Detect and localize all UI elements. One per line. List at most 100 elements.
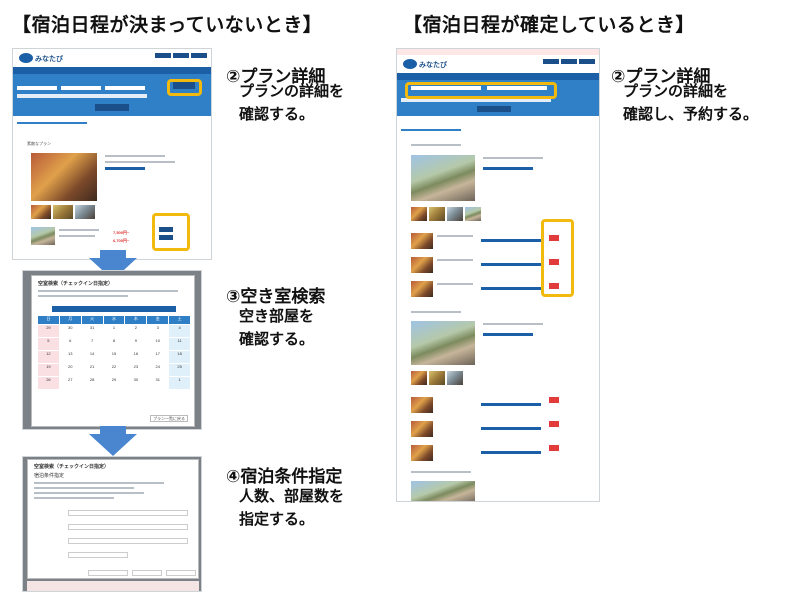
checkout-field[interactable] [487, 86, 547, 90]
calendar-day-cell[interactable]: 29 [38, 325, 59, 337]
header-buttons[interactable] [155, 53, 207, 58]
calendar-day-cell[interactable]: 3 [147, 325, 169, 337]
site-navbar[interactable] [13, 67, 211, 74]
thumb-photo[interactable] [447, 371, 463, 385]
calendar-day-cell[interactable]: 9 [125, 338, 147, 350]
cond-back-button[interactable] [132, 570, 162, 576]
calendar-weekday: 土 [169, 316, 190, 324]
step4-desc-1: 人数、部屋数を [239, 487, 345, 505]
calendar-day-cell[interactable]: 14 [81, 351, 103, 363]
children-select[interactable] [68, 552, 128, 558]
calendar-day-cell[interactable]: 11 [169, 338, 190, 350]
filters-row[interactable] [401, 98, 551, 102]
highlight-reserve-buttons [541, 219, 574, 297]
calendar-day-cell[interactable]: 27 [59, 377, 81, 389]
thumb-photo[interactable] [75, 205, 95, 219]
room-price-bar [481, 451, 541, 454]
thumb-photo[interactable] [411, 371, 427, 385]
step3-desc-1: 空き部屋を [239, 307, 315, 325]
reserve-button[interactable] [549, 259, 559, 265]
reserve-button[interactable] [549, 397, 559, 403]
thumb-photo[interactable] [447, 207, 463, 221]
calendar-day-cell[interactable]: 1 [103, 325, 125, 337]
reserve-button[interactable] [549, 445, 559, 451]
left-heading: 【宿泊日程が決まっていないとき】 [12, 14, 323, 36]
calendar-day-cell[interactable]: 6 [59, 338, 81, 350]
vacancy-button[interactable] [159, 227, 173, 232]
cond-cancel-button[interactable] [88, 570, 128, 576]
calendar-day-cell[interactable]: 29 [103, 377, 125, 389]
calendar-day-cell[interactable]: 18 [169, 351, 190, 363]
calendar-day-cell[interactable]: 8 [103, 338, 125, 350]
reserve-button[interactable] [549, 283, 559, 289]
step3-title: ③空き室検索 [226, 287, 326, 307]
calendar-weekday: 月 [59, 316, 81, 324]
filters-row[interactable] [17, 94, 147, 98]
reserve-button[interactable] [549, 235, 559, 241]
calendar-day-cell[interactable]: 21 [81, 364, 103, 376]
arrow-stem [100, 250, 126, 260]
header-buttons[interactable] [543, 59, 595, 64]
calendar-day-cell[interactable]: 23 [125, 364, 147, 376]
calendar-day-cell[interactable]: 19 [38, 364, 59, 376]
calendar-day-cell[interactable]: 28 [81, 377, 103, 389]
breadcrumb [17, 122, 87, 124]
guest-count-select[interactable] [68, 538, 188, 544]
calendar-day-cell[interactable]: 13 [59, 351, 81, 363]
calendar-day-cell[interactable]: 20 [59, 364, 81, 376]
site-navbar[interactable] [397, 73, 599, 80]
checkin-field[interactable] [411, 86, 481, 90]
thumb-photo[interactable] [429, 207, 445, 221]
calendar-day-cell[interactable]: 1 [169, 377, 190, 389]
calendar-day-cell[interactable]: 30 [59, 325, 81, 337]
calendar-day-cell[interactable]: 24 [147, 364, 169, 376]
reserve-button[interactable] [549, 421, 559, 427]
calendar-day-cell[interactable]: 5 [38, 338, 59, 350]
room-photo [31, 227, 55, 245]
site-logo-icon [19, 53, 33, 63]
calendar-day-cell[interactable]: 31 [147, 377, 169, 389]
calendar-day-cell[interactable]: 7 [81, 338, 103, 350]
calendar-day-cell[interactable]: 15 [103, 351, 125, 363]
calendar-day-cell[interactable]: 16 [125, 351, 147, 363]
highlight-date-fields [405, 82, 557, 99]
room-price-bar [481, 427, 541, 430]
plan-info-line [483, 323, 543, 325]
thumb-photo[interactable] [429, 371, 445, 385]
search-button[interactable] [95, 104, 129, 111]
plan-main-photo [31, 153, 97, 201]
calendar-day-cell[interactable]: 2 [125, 325, 147, 337]
calendar-day-cell[interactable]: 10 [147, 338, 169, 350]
conditions-modal: 空室検索（チェックイン日指定） 宿泊条件指定 [27, 459, 199, 579]
room-photo [411, 445, 433, 461]
calendar-day-cell[interactable]: 17 [147, 351, 169, 363]
guests-field[interactable] [105, 86, 145, 90]
calendar-day-cell[interactable]: 22 [103, 364, 125, 376]
room-price-bar [481, 263, 541, 266]
vacancy-button[interactable] [159, 235, 173, 240]
conditions-note [34, 492, 144, 494]
calendar-close-button[interactable]: プラン一覧に戻る [150, 415, 188, 422]
search-button[interactable] [477, 106, 511, 112]
thumb-photo[interactable] [31, 205, 51, 219]
checkin-field[interactable] [17, 86, 57, 90]
checkin-date-field[interactable] [68, 510, 188, 516]
calendar-day-cell[interactable]: 26 [38, 377, 59, 389]
plan-info-line [105, 155, 165, 157]
month-selector[interactable] [52, 306, 176, 312]
calendar-note [38, 290, 178, 292]
thumb-photo[interactable] [411, 207, 427, 221]
calendar-day-cell[interactable]: 30 [125, 377, 147, 389]
thumb-photo[interactable] [53, 205, 73, 219]
calendar-day-cell[interactable]: 12 [38, 351, 59, 363]
room-count-select[interactable] [68, 524, 188, 530]
calendar-day-cell[interactable]: 25 [169, 364, 190, 376]
calendar-day-cell[interactable]: 31 [81, 325, 103, 337]
cond-confirm-button[interactable] [166, 570, 196, 576]
vacancy-search-button[interactable] [173, 82, 195, 89]
checkout-field[interactable] [61, 86, 101, 90]
thumb-photo[interactable] [465, 207, 481, 221]
highlight-vacancy-button [167, 79, 202, 96]
calendar-day-cell[interactable]: 4 [169, 325, 190, 337]
